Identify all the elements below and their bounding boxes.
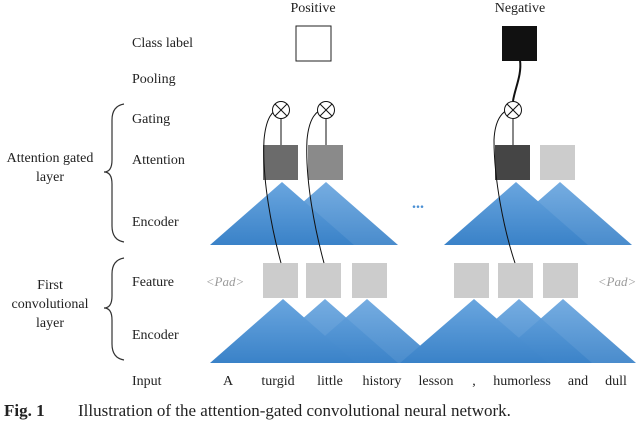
feature-box — [498, 263, 533, 298]
bracket-first-conv — [103, 257, 125, 361]
feature-box — [306, 263, 341, 298]
feature-boxes — [263, 263, 578, 298]
bottom-encoder-triangle — [490, 299, 636, 363]
group-first-conv-line1: First — [37, 278, 63, 293]
feature-box — [454, 263, 489, 298]
top-encoder-triangles — [210, 182, 632, 245]
attention-box — [540, 145, 575, 180]
gate-node — [504, 101, 522, 119]
input-word: little — [317, 374, 343, 389]
top-encoder-triangle — [488, 182, 632, 245]
feature-box — [263, 263, 298, 298]
pad-right-label: <Pad> — [598, 274, 637, 289]
row-label-encoder-bottom: Encoder — [132, 328, 179, 343]
gate-node — [272, 101, 290, 119]
input-word: , — [472, 374, 476, 389]
input-word: turgid — [261, 374, 294, 389]
gate-node — [317, 101, 335, 119]
feature-to-gate-curve — [306, 107, 327, 264]
positive-heading: Positive — [290, 1, 335, 16]
gate-nodes — [272, 101, 522, 119]
ellipsis: ... — [412, 195, 424, 212]
row-label-encoder-top: Encoder — [132, 215, 179, 230]
attention-boxes — [263, 145, 575, 180]
pooling-line — [512, 59, 522, 102]
bottom-encoder-triangles — [210, 299, 636, 363]
input-word: and — [568, 374, 588, 389]
row-label-attention: Attention — [132, 153, 185, 168]
caption-text: Illustration of the attention-gated conv… — [78, 401, 511, 420]
input-word: A — [223, 374, 234, 389]
feature-to-gate-curve — [493, 107, 516, 264]
bottom-encoder-triangle — [294, 299, 440, 363]
row-label-class-label: Class label — [132, 36, 193, 51]
bracket-attention-gated — [103, 103, 125, 243]
input-word: dull — [605, 374, 627, 389]
row-label-pooling: Pooling — [132, 72, 176, 87]
negative-class-box — [502, 26, 537, 61]
feature-box — [543, 263, 578, 298]
input-word: humorless — [493, 374, 551, 389]
group-first-conv-line2: convolutional — [12, 297, 89, 312]
group-first-conv-line3: layer — [36, 316, 64, 331]
attention-box — [308, 145, 343, 180]
input-word: history — [363, 374, 402, 389]
feature-box — [352, 263, 387, 298]
group-attention-gated-line1: Attention gated — [7, 151, 94, 166]
caption-number: Fig. 1 — [4, 401, 45, 420]
input-word: lesson — [419, 374, 454, 389]
negative-heading: Negative — [495, 1, 546, 16]
attention-box — [495, 145, 530, 180]
positive-class-box — [295, 25, 332, 62]
row-label-gating: Gating — [132, 112, 170, 127]
row-label-feature: Feature — [132, 275, 174, 290]
group-attention-gated-line2: layer — [36, 170, 64, 185]
input-words: A turgid little history lesson , humorle… — [223, 374, 627, 389]
feature-to-gate-curve — [263, 107, 282, 264]
pad-left-label: <Pad> — [206, 274, 245, 289]
attention-box — [263, 145, 298, 180]
row-label-input: Input — [132, 374, 162, 389]
top-encoder-triangle — [254, 182, 398, 245]
